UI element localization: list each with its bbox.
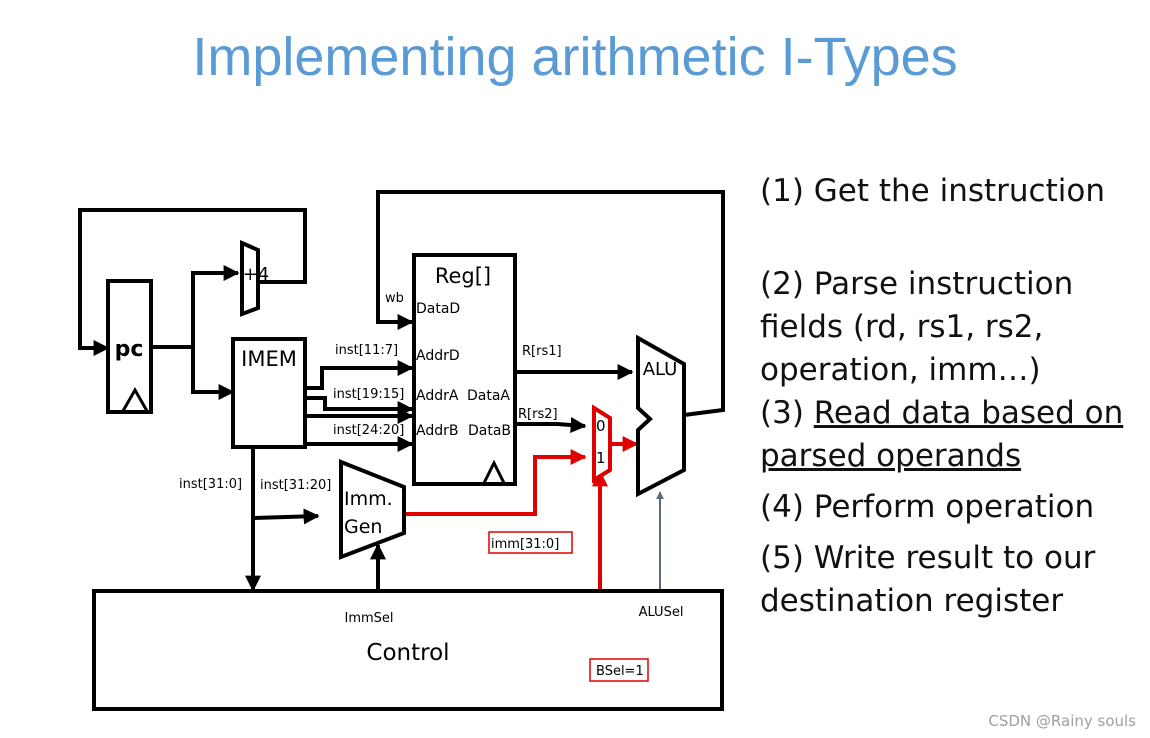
inst-31-0-label: inst[31:0] [179, 477, 242, 492]
imm-to-mux-wire [404, 449, 587, 516]
bsel-mux [592, 404, 612, 484]
regfile-block [412, 253, 517, 486]
immgen-block [339, 459, 406, 560]
steps-list: (1) Get the instruction (2) Parse instru… [760, 170, 1140, 623]
control-block [92, 589, 724, 711]
inst-31-20-label: inst[31:20] [260, 478, 331, 493]
watermark: CSDN @Rainy souls [988, 712, 1136, 730]
inst-11-7-label: inst[11:7] [335, 343, 398, 358]
immsel-label: ImmSel [344, 611, 393, 626]
regfile-title: Reg[] [435, 264, 491, 288]
inst-19-15-wire [305, 396, 414, 417]
imm-label: imm[31:0] [491, 537, 559, 552]
alusel-label: ALUSel [639, 605, 684, 620]
imm-label-box [488, 531, 573, 554]
inst-24-20-label: inst[24:20] [333, 423, 404, 438]
addrb-label: AddrB [416, 423, 458, 439]
addrd-label: AddrD [416, 348, 460, 364]
inst-11-7-wire [305, 360, 414, 390]
datab-label: DataB [468, 423, 511, 439]
step-3-prefix: (3) [760, 395, 814, 431]
step-1: (1) Get the instruction [760, 173, 1105, 209]
dataa-label: DataA [467, 388, 510, 404]
pc-register [106, 279, 153, 414]
pc-clock-icon [121, 386, 149, 412]
adder-block [240, 239, 260, 317]
alu-label: ALU [643, 359, 678, 380]
bsel-label-box [589, 658, 649, 682]
writeback-wire [376, 190, 725, 417]
adder-label: +4 [243, 264, 270, 285]
imem-label: IMEM [241, 347, 297, 371]
imem-block [231, 337, 307, 449]
step-5: (5) Write result to our destination regi… [760, 540, 1096, 619]
step-2: (2) Parse instruction fields (rd, rs1, r… [760, 266, 1074, 388]
mux-input-0: 0 [596, 417, 606, 435]
pc-plus4-feedback-wire [78, 208, 307, 356]
slide-title: Implementing arithmetic I-Types [192, 27, 958, 87]
immgen-label-1: Imm. [344, 488, 393, 510]
rs1-label: R[rs1] [522, 344, 562, 359]
step-3-underlined: Read data based on parsed operands [760, 395, 1124, 474]
wb-label: wb [385, 291, 404, 306]
pc-to-adder-wire [191, 265, 240, 347]
immgen-label-2: Gen [344, 516, 382, 538]
mux-input-1: 1 [596, 449, 606, 467]
control-label: Control [366, 640, 449, 666]
step-3: (3) Read data based on parsed operands [760, 392, 1140, 478]
rs2-to-mux-wire [515, 416, 587, 433]
alu-block [636, 334, 686, 498]
pc-label: pc [115, 337, 144, 362]
inst-19-15-label: inst[19:15] [333, 387, 404, 402]
pc-to-imem-wire [191, 347, 235, 400]
bsel-label: BSel=1 [596, 664, 644, 679]
rs2-label: R[rs2] [518, 407, 558, 422]
datad-label: DataD [416, 301, 460, 317]
step-4: (4) Perform operation [760, 489, 1095, 525]
regfile-clock-icon [482, 459, 506, 484]
addra-label: AddrA [416, 388, 459, 404]
inst-31-20-wire [252, 508, 320, 525]
